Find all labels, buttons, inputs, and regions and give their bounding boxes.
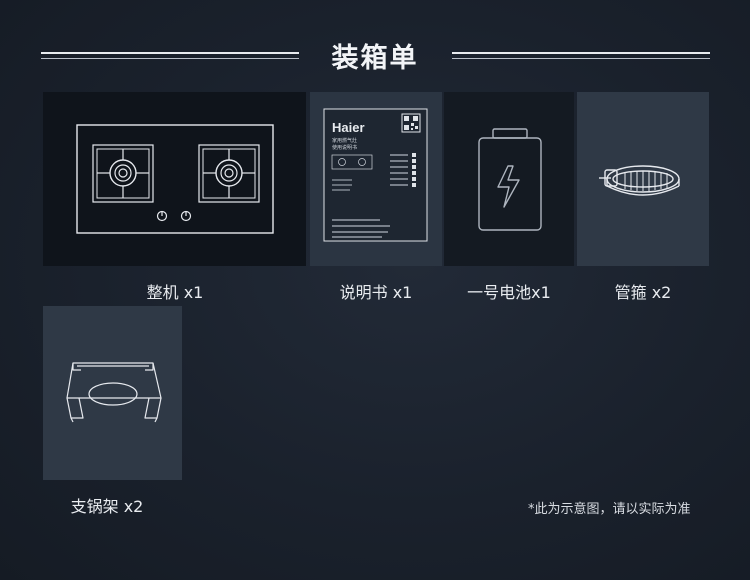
disclaimer-note: *此为示意图，请以实际为准 xyxy=(528,502,691,517)
item-card-battery xyxy=(444,92,574,266)
manual-line1: 家用燃气灶 xyxy=(332,137,357,144)
item-label-battery: 一号电池x1 xyxy=(467,283,551,302)
hose-clamp-icon xyxy=(599,165,680,196)
item-label-clamp: 管箍 x2 xyxy=(614,283,672,302)
pot-stand-icon xyxy=(66,362,162,423)
manual-line2: 使用说明书 xyxy=(332,144,357,151)
item-label-manual: 说明书 x1 xyxy=(339,283,413,302)
item-label-cooktop: 整机 x1 xyxy=(146,283,204,302)
title-rule-right xyxy=(452,52,710,61)
page-title: 装箱单 xyxy=(331,43,419,74)
item-card-cooktop xyxy=(43,92,306,266)
item-card-pot-stand xyxy=(43,306,182,480)
item-card-clamp xyxy=(577,92,709,266)
item-label-pot-stand: 支锅架 x2 xyxy=(70,497,144,516)
battery-icon xyxy=(478,128,542,231)
manual-icon: Haier 家用燃气灶 使用说明书 xyxy=(323,108,428,242)
item-card-manual: Haier 家用燃气灶 使用说明书 xyxy=(310,92,442,266)
title-rule-left xyxy=(41,52,299,61)
gas-cooktop-icon xyxy=(76,124,274,234)
manual-brand: Haier xyxy=(332,120,365,135)
